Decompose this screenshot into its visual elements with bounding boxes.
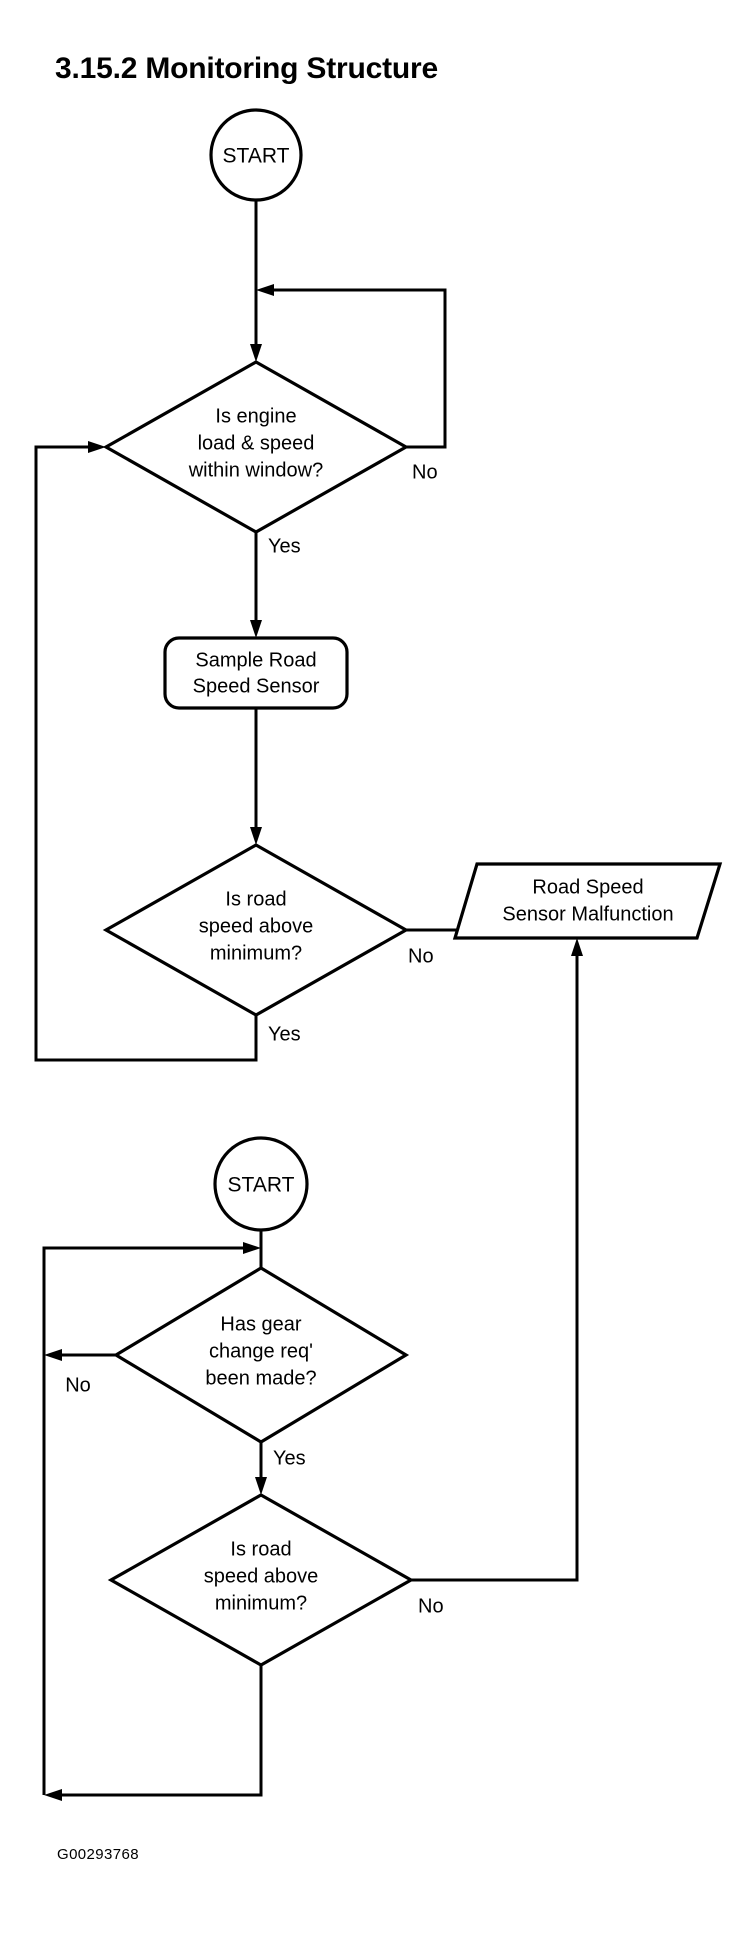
start-node-2[interactable]: START — [213, 1136, 309, 1232]
edge-label-road-speed-2-no: No — [418, 1595, 444, 1617]
edge-road-speed-1-yes-loop — [34, 441, 258, 1062]
start-node-1[interactable]: START — [209, 108, 303, 202]
arrowhead-right — [88, 441, 106, 453]
decision-gear-change-line2: change req' — [209, 1340, 313, 1362]
decision-road-speed-1-line1: Is road — [225, 888, 286, 910]
edge-flow2-left-rail — [42, 1242, 261, 1795]
arrowhead-left — [44, 1789, 62, 1801]
edge-window-yes — [250, 532, 262, 638]
arrowhead-up — [571, 938, 583, 956]
process-sample-line2: Speed Sensor — [193, 675, 320, 697]
arrowhead-left — [256, 284, 274, 296]
edge-start1-to-decision-window — [250, 200, 262, 362]
process-sample-line1: Sample Road — [195, 649, 316, 671]
decision-engine-window-line1: Is engine — [215, 405, 296, 427]
decision-gear-change-line3: been made? — [205, 1367, 316, 1389]
arrowhead-down — [250, 344, 262, 362]
edge-road-speed-2-bottom-loop — [44, 1665, 263, 1801]
edge-label-road-speed-1-no: No — [408, 945, 434, 967]
decision-engine-window-line2: load & speed — [198, 432, 315, 454]
arrowhead-left — [44, 1349, 62, 1361]
arrowhead-down — [250, 827, 262, 845]
edge-road-speed-2-no — [411, 938, 583, 1582]
edge-label-gear-yes: Yes — [273, 1447, 306, 1469]
edge-window-no-loop — [256, 284, 447, 449]
decision-engine-window-line3: within window? — [188, 459, 324, 481]
edge-label-road-speed-1-yes: Yes — [268, 1023, 301, 1045]
edge-label-window-yes: Yes — [268, 535, 301, 557]
output-malfunction-line2: Sensor Malfunction — [502, 903, 673, 925]
edge-gear-no — [44, 1349, 116, 1361]
edge-gear-yes — [255, 1442, 267, 1495]
edge-sample-to-decision-speed — [250, 708, 262, 845]
decision-road-speed-2-line2: speed above — [204, 1565, 319, 1587]
decision-road-speed-2-line3: minimum? — [215, 1592, 307, 1614]
figure-id-label: G00293768 — [57, 1846, 140, 1863]
output-road-speed-sensor-malfunction[interactable]: Road Speed Sensor Malfunction — [452, 862, 723, 940]
decision-road-speed-1-line3: minimum? — [210, 942, 302, 964]
decision-engine-window[interactable]: Is engine load & speed within window? — [102, 360, 410, 534]
decision-road-speed-1[interactable]: Is road speed above minimum? — [102, 843, 410, 1017]
process-sample-road-speed-sensor[interactable]: Sample Road Speed Sensor — [163, 636, 349, 710]
arrowhead-right — [243, 1242, 261, 1254]
decision-road-speed-2[interactable]: Is road speed above minimum? — [107, 1493, 415, 1667]
start-label-1: START — [223, 145, 290, 168]
decision-gear-change-line1: Has gear — [220, 1313, 301, 1335]
start-label-2: START — [228, 1174, 295, 1197]
decision-road-speed-2-line1: Is road — [230, 1538, 291, 1560]
decision-road-speed-1-line2: speed above — [199, 915, 314, 937]
output-malfunction-parallelogram — [452, 862, 723, 940]
page-title: 3.15.2 Monitoring Structure — [55, 52, 438, 85]
decision-gear-change[interactable]: Has gear change req' been made? — [112, 1266, 410, 1444]
arrowhead-down — [255, 1477, 267, 1495]
arrowhead-down — [250, 620, 262, 638]
edge-label-window-no: No — [412, 461, 438, 483]
output-malfunction-line1: Road Speed — [532, 876, 643, 898]
edge-label-gear-no: No — [65, 1374, 91, 1396]
